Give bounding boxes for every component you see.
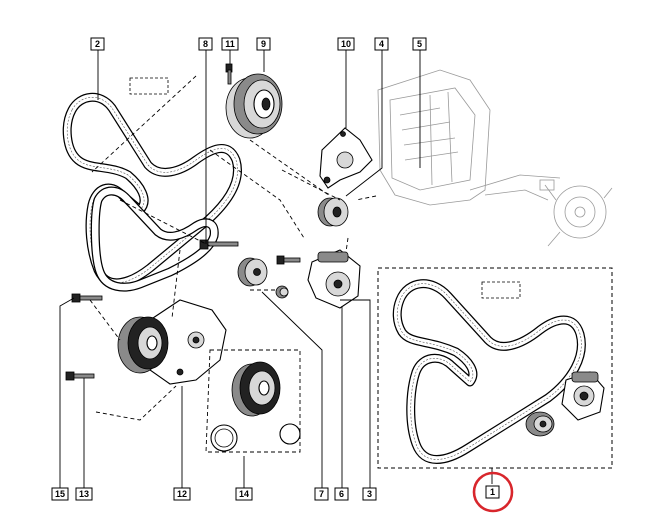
svg-text:10: 10	[341, 39, 351, 49]
crankshaft-pulley	[225, 73, 283, 139]
svg-text:9: 9	[261, 39, 266, 49]
belt-kit-detail-box	[377, 267, 613, 469]
svg-text:2: 2	[95, 39, 100, 49]
svg-text:12: 12	[177, 489, 187, 499]
svg-text:1: 1	[490, 487, 495, 497]
callout-1: 1	[485, 485, 500, 499]
callout-10: 10	[337, 37, 355, 51]
pulley-bolt	[225, 63, 233, 85]
svg-text:5: 5	[417, 39, 422, 49]
engine-block-sketch	[377, 69, 613, 247]
tensioner-bolt	[276, 255, 301, 265]
bracket-bolt-lower	[65, 371, 95, 381]
tensioner-spacer	[275, 285, 289, 299]
callout-15: 15	[51, 487, 69, 501]
leader-lines	[59, 50, 493, 488]
tensioner-assembly	[307, 249, 361, 309]
svg-text:14: 14	[239, 489, 249, 499]
idler-bracket	[319, 127, 373, 189]
svg-text:8: 8	[203, 39, 208, 49]
svg-text:4: 4	[379, 39, 384, 49]
callout-1-highlight-ring	[472, 471, 514, 513]
idler-roller-lower	[237, 257, 268, 287]
accessory-bracket	[117, 299, 227, 385]
pulley-seal-detail-box	[205, 349, 301, 453]
callout-2: 2	[90, 37, 105, 51]
main-drive-belt	[62, 92, 242, 292]
callout-5: 5	[412, 37, 427, 51]
svg-text:13: 13	[79, 489, 89, 499]
callout-8: 8	[198, 37, 213, 51]
bracket-bolt-upper	[71, 293, 103, 303]
callout-11: 11	[221, 37, 239, 51]
callout-9: 9	[256, 37, 271, 51]
callout-6: 6	[334, 487, 349, 501]
callout-3: 3	[362, 487, 377, 501]
idler-pulley	[317, 197, 349, 227]
svg-text:7: 7	[319, 489, 324, 499]
callout-4: 4	[374, 37, 389, 51]
svg-text:6: 6	[339, 489, 344, 499]
callout-7: 7	[314, 487, 329, 501]
callout-13: 13	[75, 487, 93, 501]
assembly-dash-lines	[89, 75, 377, 421]
callout-14: 14	[235, 487, 253, 501]
svg-text:15: 15	[55, 489, 65, 499]
svg-text:11: 11	[225, 39, 235, 49]
belt-routing-label-placeholder	[129, 77, 169, 95]
svg-text:3: 3	[367, 489, 372, 499]
callout-12: 12	[173, 487, 191, 501]
long-bolt	[199, 239, 239, 250]
